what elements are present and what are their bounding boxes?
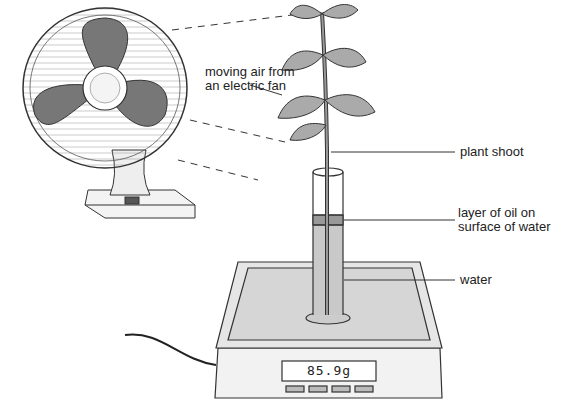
part-label: water bbox=[460, 273, 560, 287]
plant-shoot bbox=[278, 5, 375, 316]
electronic-balance bbox=[125, 262, 442, 398]
balance-reading: 85.9g bbox=[307, 364, 351, 378]
leader-lines bbox=[250, 85, 455, 280]
air-flow-lines bbox=[172, 14, 300, 180]
electric-fan bbox=[23, 8, 187, 168]
part-label: plant shoot bbox=[460, 145, 570, 159]
part-label: layer of oil on surface of water bbox=[458, 206, 570, 234]
fan-label: moving air from an electric fan bbox=[205, 65, 295, 93]
